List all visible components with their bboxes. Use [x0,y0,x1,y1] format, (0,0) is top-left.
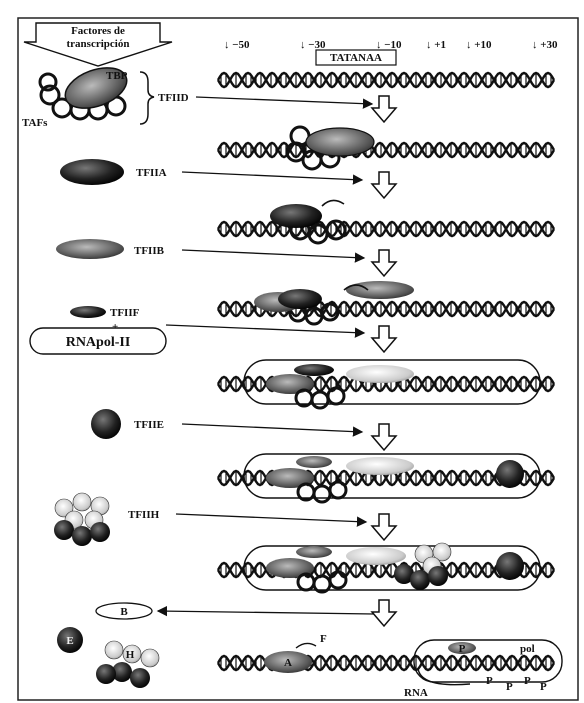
position-plus-1: ↓ +1 [426,39,446,51]
phospho-4: P [540,681,547,693]
tfiid-brace [140,72,154,124]
arrow-tfiib [182,250,364,258]
dna-helix [218,73,554,87]
released-tfiih: H [96,641,159,688]
final-p-label: P [459,643,466,655]
dna-helix [218,143,554,157]
tfiia-blob [60,159,124,185]
arrow-release [158,611,374,614]
phospho-2: P [506,681,513,693]
step-down-arrow [372,424,396,450]
arrow-tfiid [196,97,372,104]
position-minus-10: ↓ −10 [376,39,402,51]
position-minus-50: ↓ −50 [224,39,250,51]
tfiif-label: TFIIF [110,307,140,319]
final-f-label: F [320,633,327,645]
tbp-label: TBP [106,70,128,82]
step-down-arrow [372,514,396,540]
phospho-3: P [524,675,531,687]
arrow-tfiif [166,325,364,333]
tfiib-label: TFIIB [134,245,165,257]
position-plus-30: ↓ +30 [532,39,558,51]
transcription-factors-arrow: Factores de transcripción [24,23,172,66]
arrow-label-line1: Factores de [71,25,125,37]
rna-label: RNA [404,687,428,699]
released-tfiie: E [57,627,83,653]
tfiie-label: TFIIE [134,419,164,431]
tfiie-ball [91,409,121,439]
phospho-1: P [486,675,493,687]
rnapol-ii-capsule: RNApol-II [30,328,166,354]
tfiid-complex [40,60,132,119]
position-markers: ↓ −50 ↓ −30 ↓ −10 ↓ +1 ↓ +10 ↓ +30 [224,39,558,51]
tfiih-label: TFIIH [128,509,160,521]
dna-helix [218,222,554,236]
step-down-arrow [372,250,396,276]
arrow-tfiia [182,172,362,180]
step-down-arrow [372,600,396,626]
tfiid-label: TFIID [158,92,189,104]
flow-arrows [158,97,374,614]
tfiia-bound [270,200,345,243]
tfiia-label: TFIIA [136,167,167,179]
position-minus-30: ↓ −30 [300,39,326,51]
tfiif-blob [70,306,106,318]
final-pol-label: pol [520,643,535,655]
released-tfiib: B [96,603,152,619]
tata-box-label: TATANAA [330,52,382,64]
tfiib-blob [56,239,124,259]
released-e-label: E [66,635,73,647]
position-plus-10: ↓ +10 [466,39,492,51]
arrow-tfiih [176,514,366,522]
step-down-arrow [372,172,396,198]
step-down-arrow [372,96,396,122]
tfiih-cluster [54,493,110,546]
arrow-label-line2: transcripción [67,38,130,50]
rnapol-ii-label: RNApol-II [66,335,131,350]
tata-box: TATANAA [316,50,396,65]
released-h-label: H [126,649,135,661]
released-b-label: B [120,606,128,618]
arrow-tfiie [182,424,362,432]
figure-frame [18,18,578,700]
step-down-arrow [372,326,396,352]
tafs-label: TAFs [22,117,48,129]
final-a-label: A [284,657,292,669]
